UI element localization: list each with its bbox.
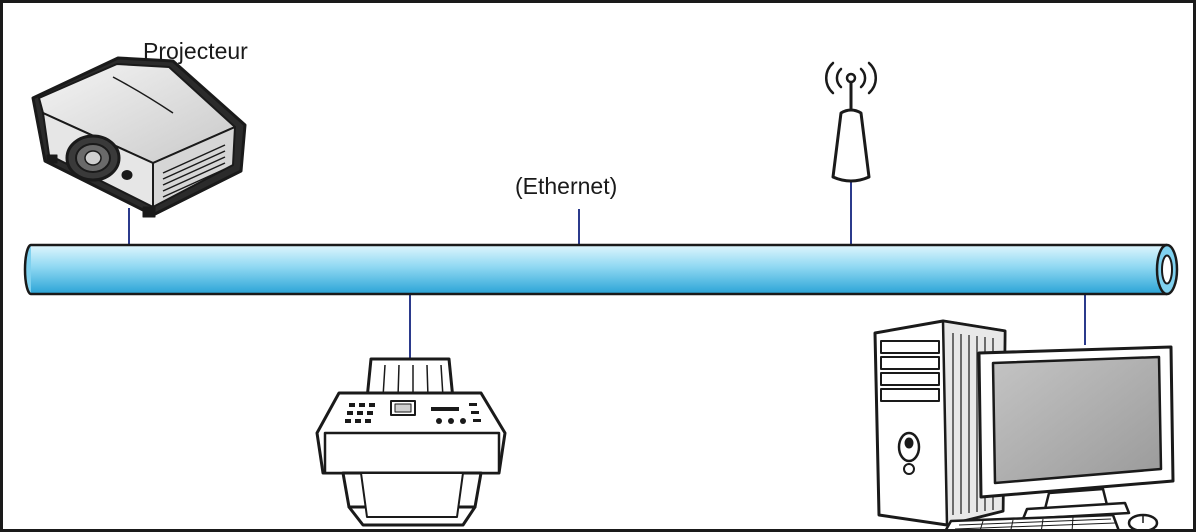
- ethernet-label: (Ethernet): [515, 173, 618, 199]
- connector-lines: [128, 179, 1086, 359]
- wireless-access-point-icon: [824, 61, 878, 183]
- projector-icon: [31, 56, 247, 218]
- wifi-signal-icon: [824, 61, 878, 95]
- desktop-computer-icon: [873, 319, 1175, 529]
- network-diagram-canvas: [23, 56, 1179, 529]
- projector-label: Projecteur: [143, 38, 248, 64]
- ethernet-cable: [23, 243, 1179, 296]
- printer-icon: [315, 357, 507, 527]
